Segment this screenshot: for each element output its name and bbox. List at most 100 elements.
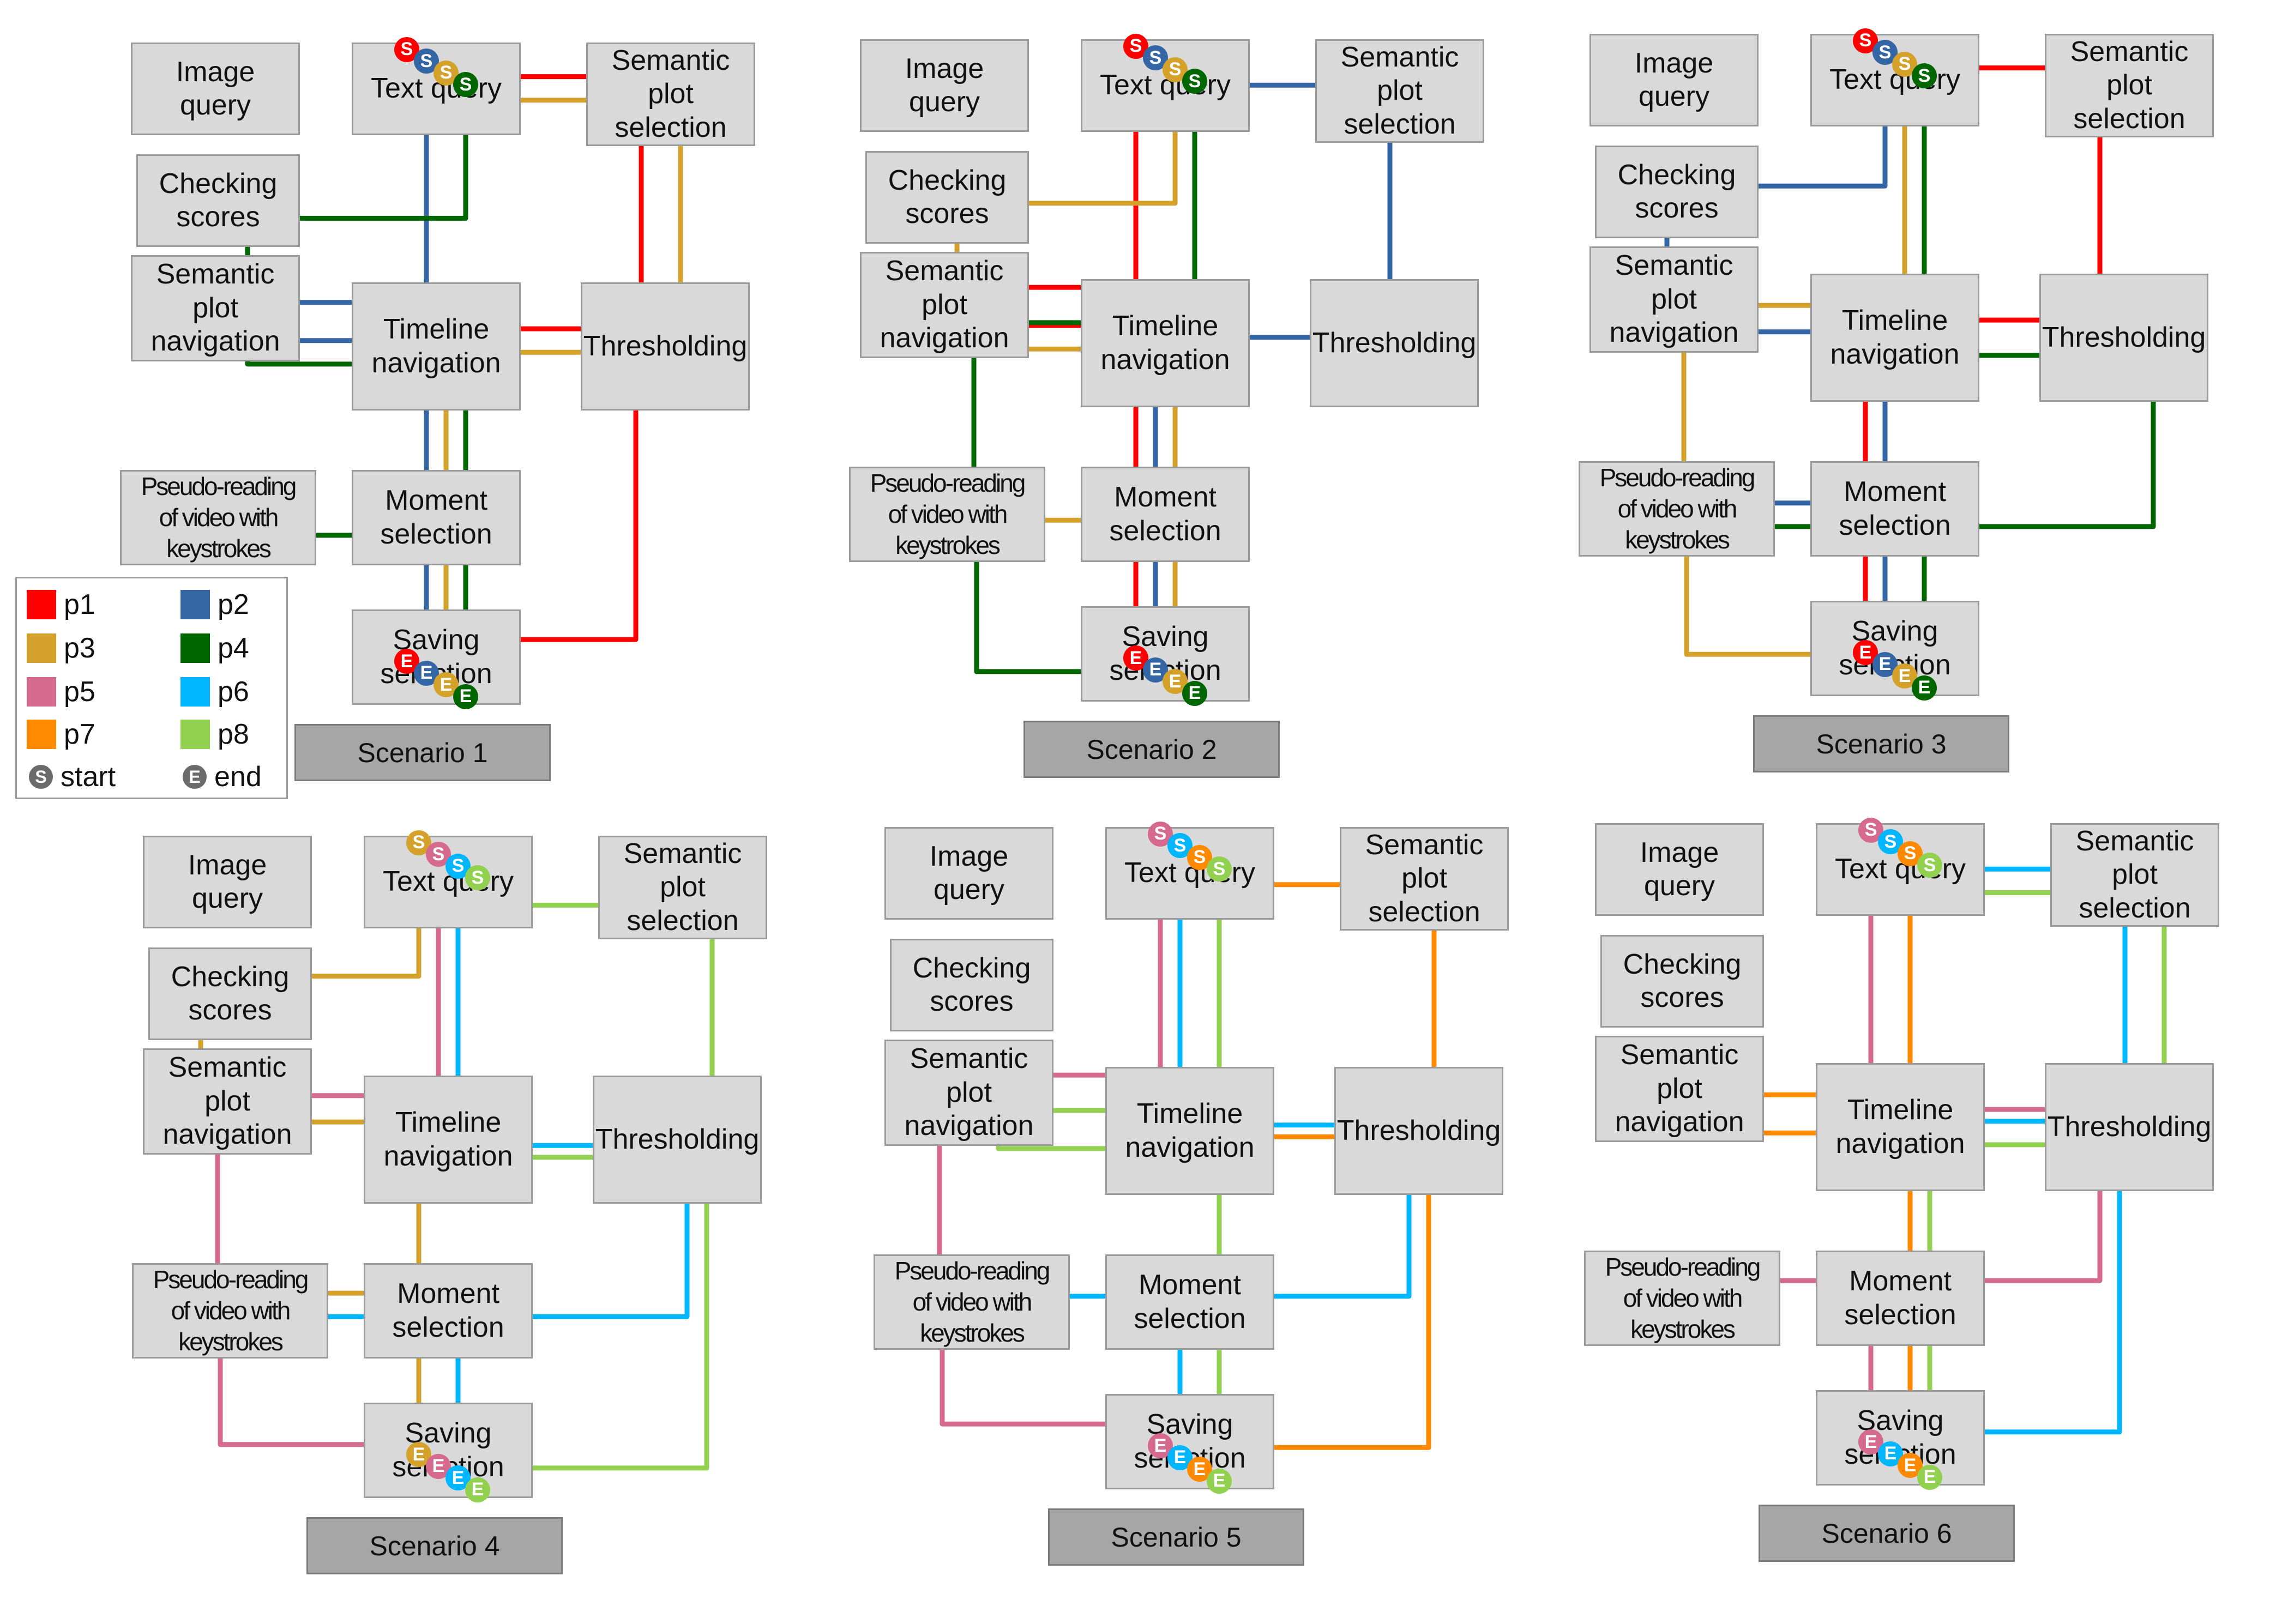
- start-marker-icon: S: [1148, 821, 1173, 847]
- node-label: Thresholding: [2042, 321, 2206, 353]
- start-marker-icon: S: [1917, 853, 1942, 878]
- node-semantic-plot-selection: Semantic plot selection: [1315, 39, 1484, 143]
- node-label: Text query: [1835, 853, 1966, 885]
- legend-swatch: [27, 633, 56, 663]
- node-checking-scores: Checking scores: [136, 154, 300, 247]
- legend-swatch: [180, 720, 210, 749]
- end-marker-icon: E: [1912, 675, 1937, 701]
- node-label: Checking scores: [1623, 948, 1742, 1013]
- node-thresholding: Thresholding: [2045, 1063, 2214, 1191]
- node-pseudo-reading: Pseudo-reading of video with keystrokes: [874, 1254, 1070, 1350]
- node-label: Thresholding: [583, 330, 748, 362]
- node-label: Image query: [905, 52, 984, 118]
- node-label: Checking scores: [171, 961, 290, 1026]
- node-label: Semantic plot navigation: [1615, 1039, 1744, 1138]
- node-moment-selection: Moment selection: [1816, 1251, 1985, 1346]
- legend-p1: p1: [27, 588, 95, 621]
- node-image-query: Image query: [1589, 34, 1759, 126]
- node-semantic-plot-navigation: Semantic plot navigation: [143, 1048, 312, 1155]
- node-label: Semantic plot selection: [1365, 829, 1484, 928]
- node-label: Semantic plot navigation: [880, 255, 1009, 354]
- legend-start: S start: [29, 760, 116, 793]
- node-semantic-plot-navigation: Semantic plot navigation: [131, 255, 300, 361]
- node-semantic-plot-selection: Semantic plot selection: [2045, 34, 2214, 137]
- start-marker-icon: S: [1182, 69, 1207, 94]
- node-label: Pseudo-reading of video with keystrokes: [1605, 1252, 1761, 1344]
- node-label: Timeline navigation: [1830, 305, 1960, 370]
- end-marker-icon: E: [1182, 680, 1207, 706]
- node-label: Saving selection: [1134, 1409, 1245, 1474]
- legend-swatch: [27, 677, 56, 707]
- node-label: Thresholding: [595, 1123, 760, 1155]
- node-label: Semantic plot selection: [1340, 41, 1459, 140]
- end-marker-icon: E: [1143, 657, 1168, 683]
- node-label: Timeline navigation: [1100, 310, 1230, 376]
- node-checking-scores: Checking scores: [865, 151, 1029, 244]
- node-moment-selection: Moment selection: [352, 470, 521, 565]
- end-marker-icon: E: [453, 684, 478, 709]
- start-marker-icon: S: [1912, 63, 1937, 89]
- node-thresholding: Thresholding: [1334, 1067, 1503, 1195]
- node-pseudo-reading: Pseudo-reading of video with keystrokes: [1584, 1251, 1780, 1346]
- node-label: Image query: [188, 849, 267, 914]
- node-pseudo-reading: Pseudo-reading of video with keystrokes: [849, 467, 1045, 562]
- node-moment-selection: Moment selection: [1105, 1254, 1274, 1350]
- node-label: Pseudo-reading of video with keystrokes: [153, 1265, 309, 1356]
- node-image-query: Image query: [884, 827, 1053, 920]
- legend-end: E end: [183, 760, 262, 793]
- node-label: Semantic plot selection: [611, 44, 730, 143]
- node-label: Image query: [929, 840, 1009, 905]
- start-marker-icon: S: [453, 72, 478, 98]
- legend-p7: p7: [27, 718, 95, 751]
- start-marker-icon: S: [1898, 841, 1923, 866]
- start-marker-icon: S: [1123, 33, 1148, 59]
- legend-p5: p5: [27, 675, 95, 708]
- node-saving-selection: Saving selection: [1105, 1394, 1274, 1489]
- scenario-label: Scenario 5: [1048, 1508, 1304, 1566]
- node-label: Image query: [1634, 47, 1714, 112]
- scenario-label: Scenario 6: [1759, 1505, 2015, 1562]
- legend-swatch: [27, 720, 56, 749]
- node-label: Semantic plot selection: [2075, 825, 2194, 924]
- node-label: Timeline navigation: [1835, 1094, 1965, 1160]
- node-semantic-plot-selection: Semantic plot selection: [1340, 827, 1509, 931]
- legend: p1 p3 p5 p7 S start p2 p4 p6: [15, 577, 288, 799]
- start-marker-icon: S: [1853, 28, 1878, 53]
- node-label: Semantic plot selection: [2070, 35, 2189, 135]
- node-label: Checking scores: [888, 164, 1007, 230]
- start-marker-icon: S: [1187, 844, 1212, 870]
- end-marker-icon: E: [183, 765, 207, 789]
- node-label: Moment selection: [1134, 1269, 1246, 1335]
- node-label: Moment selection: [380, 485, 492, 550]
- start-marker-icon: S: [29, 765, 53, 789]
- node-timeline-navigation: Timeline navigation: [352, 282, 521, 410]
- node-label: Semantic plot navigation: [1609, 250, 1739, 349]
- legend-p3: p3: [27, 632, 95, 665]
- node-semantic-plot-navigation: Semantic plot navigation: [860, 252, 1029, 358]
- scenario-label: Scenario 4: [306, 1517, 563, 1574]
- node-label: Image query: [176, 56, 255, 121]
- legend-p8: p8: [180, 718, 249, 751]
- node-moment-selection: Moment selection: [1810, 461, 1979, 557]
- node-label: Checking scores: [912, 952, 1031, 1017]
- node-label: Semantic plot navigation: [150, 258, 280, 358]
- node-label: Moment selection: [1839, 476, 1951, 541]
- end-marker-icon: E: [1207, 1468, 1232, 1494]
- legend-swatch: [180, 633, 210, 663]
- node-thresholding: Thresholding: [593, 1076, 762, 1204]
- node-thresholding: Thresholding: [2039, 274, 2208, 402]
- legend-swatch: [180, 590, 210, 619]
- node-semantic-plot-navigation: Semantic plot navigation: [1595, 1036, 1764, 1142]
- start-marker-icon: S: [1207, 856, 1232, 882]
- legend-p4: p4: [180, 632, 249, 665]
- node-label: Semantic plot navigation: [162, 1052, 292, 1151]
- node-label: Checking scores: [159, 167, 278, 233]
- node-semantic-plot-selection: Semantic plot selection: [2050, 823, 2219, 927]
- node-label: Thresholding: [1336, 1114, 1501, 1146]
- node-image-query: Image query: [860, 39, 1029, 132]
- node-label: Timeline navigation: [371, 313, 501, 379]
- node-label: Thresholding: [1312, 327, 1477, 359]
- node-timeline-navigation: Timeline navigation: [1816, 1063, 1985, 1191]
